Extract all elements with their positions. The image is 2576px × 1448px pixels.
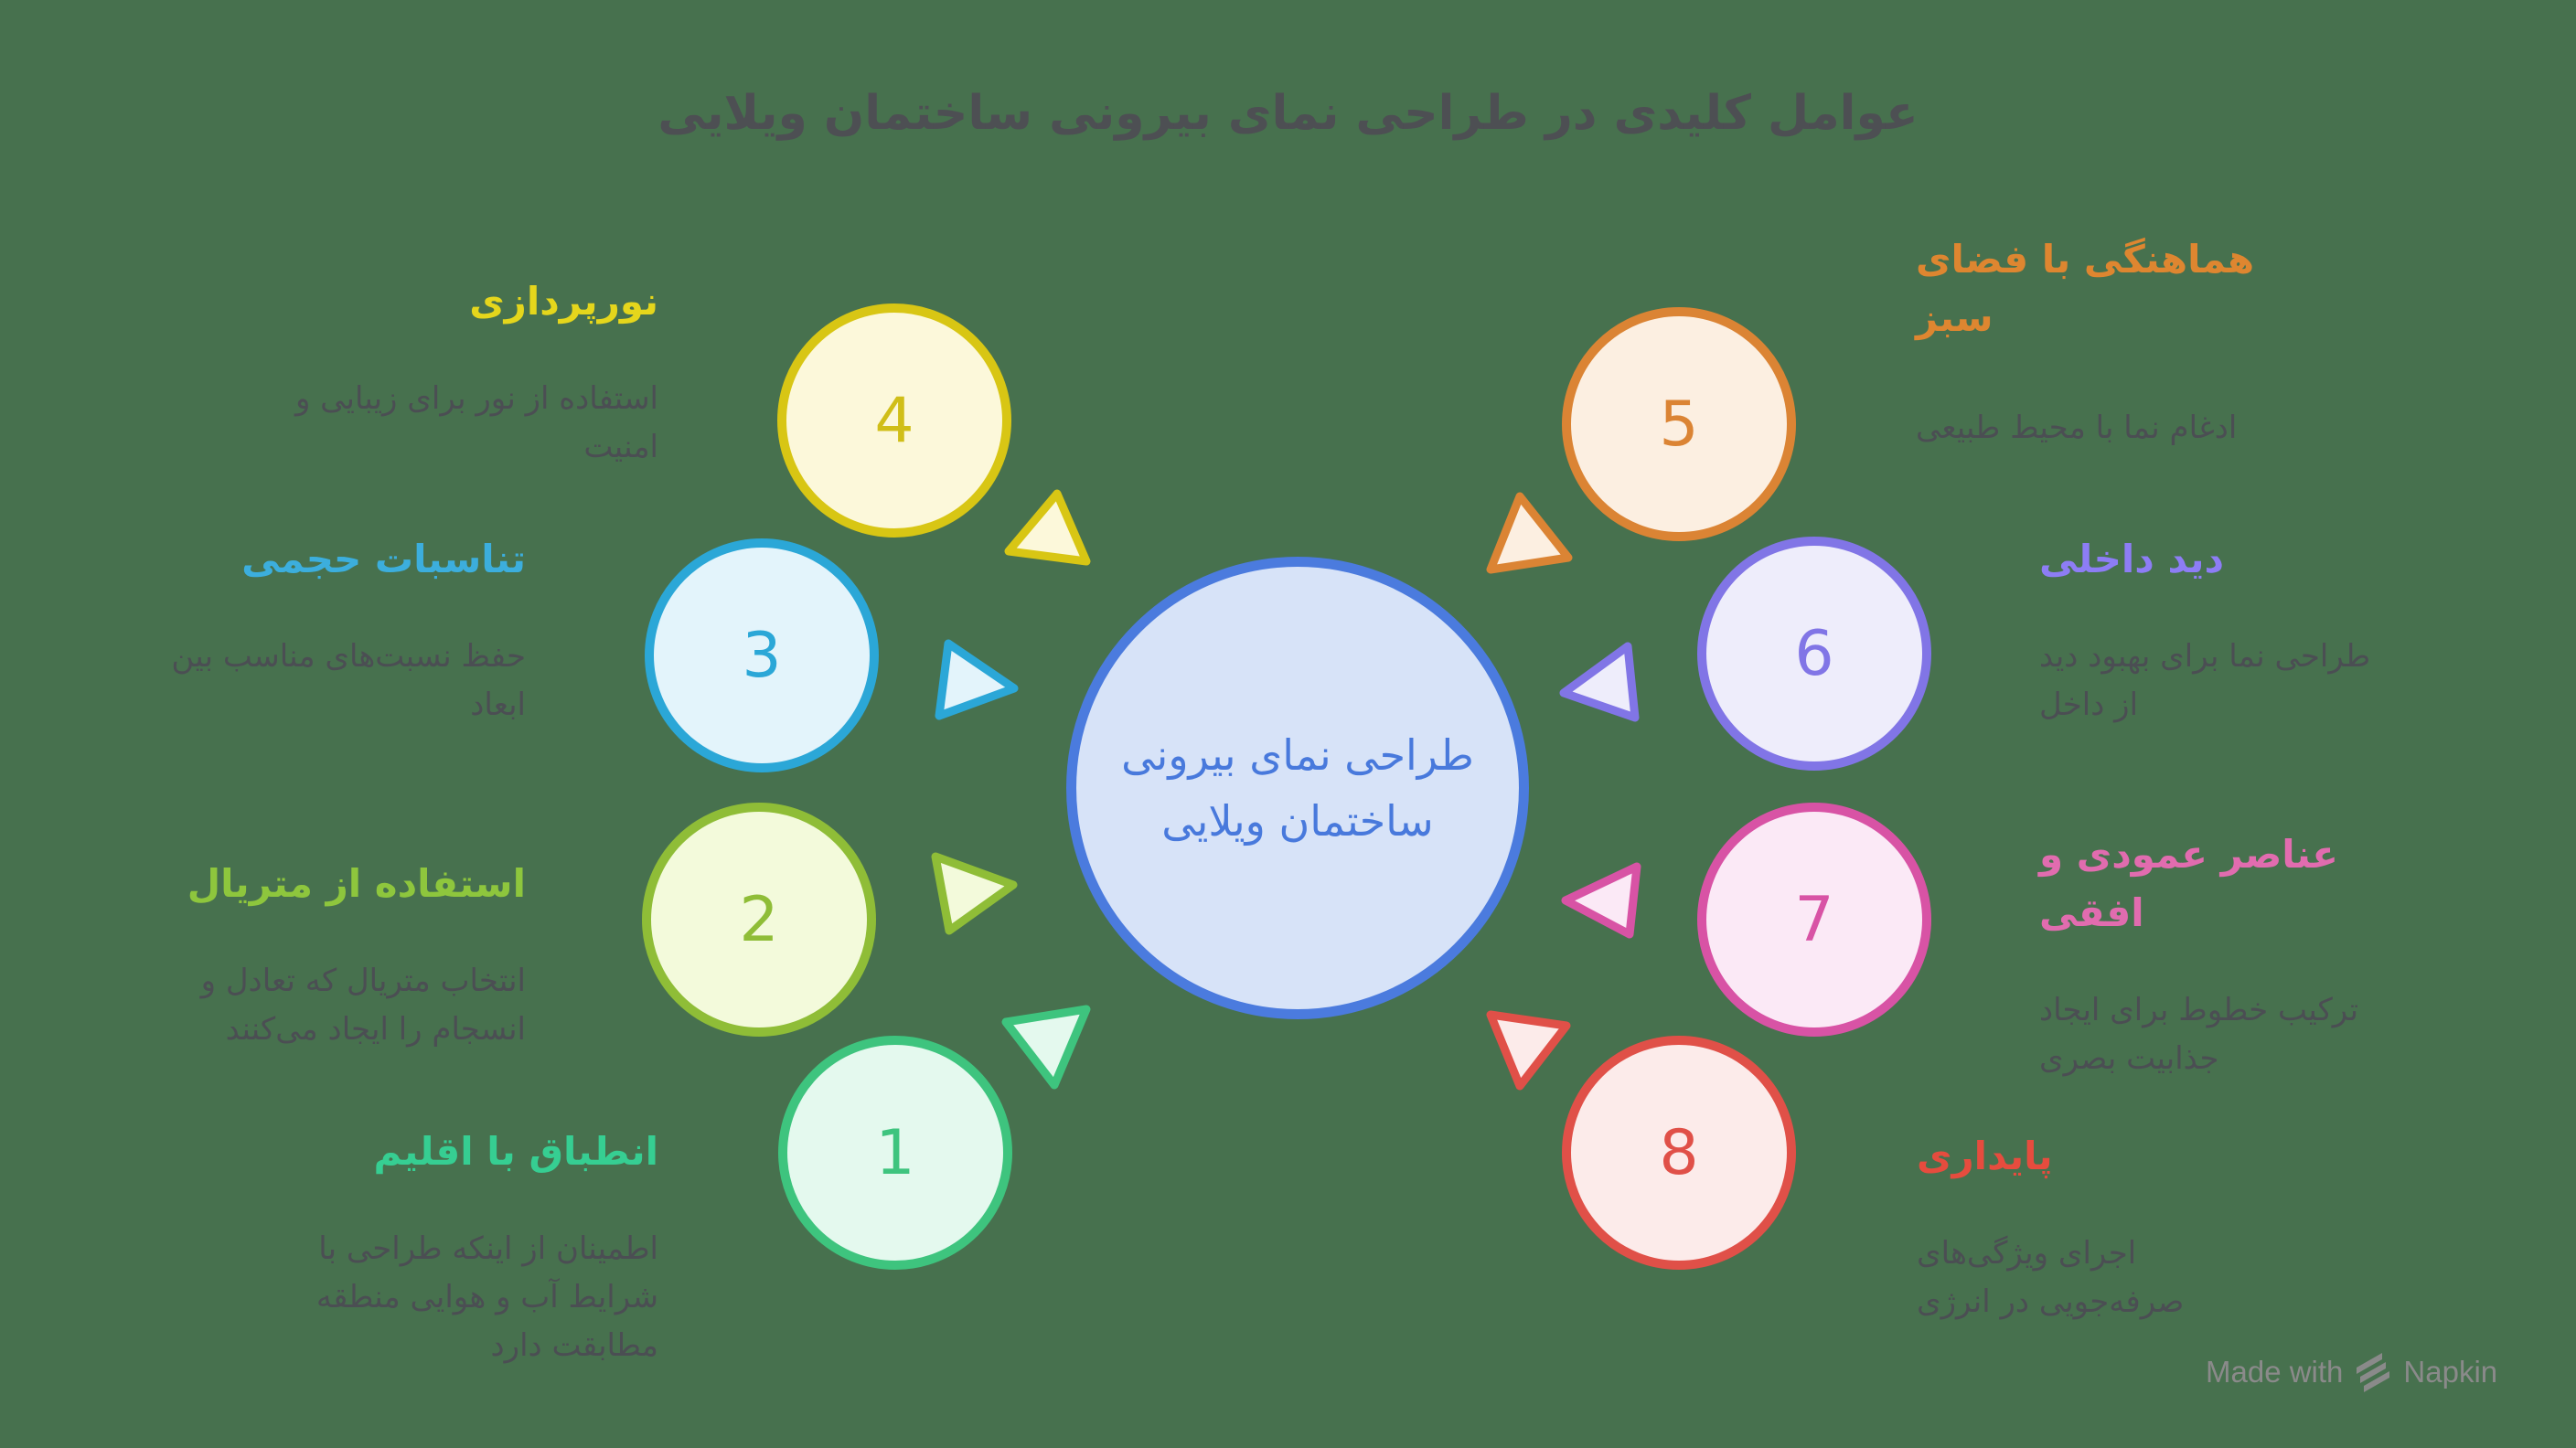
- factor-number: 3: [742, 619, 782, 692]
- factor-item-sustainability: پایداری اجرای ویژگی‌های صرفه‌جویی در انر…: [1917, 1127, 2392, 1326]
- made-with-text: Made with: [2206, 1355, 2344, 1389]
- factor-desc: حفظ نسبت‌های مناسب بین ابعاد: [171, 638, 526, 723]
- arrow-triangle-3: [935, 639, 1019, 720]
- factor-circle-6: 6: [1697, 537, 1931, 771]
- arrow-triangle-6: [1559, 642, 1640, 722]
- factor-circle-7: 7: [1697, 803, 1931, 1037]
- factor-item-proportions: تناسبات حجمی حفظ نسبت‌های مناسب بین ابعا…: [87, 530, 526, 729]
- arrow-triangle-7: [1561, 862, 1641, 939]
- factor-desc: اجرای ویژگی‌های صرفه‌جویی در انرژی: [1917, 1235, 2185, 1320]
- factor-circle-2: 2: [642, 803, 876, 1037]
- factor-circle-8: 8: [1562, 1036, 1796, 1270]
- factor-item-lighting: نورپردازی استفاده از نور برای زیبایی و ا…: [183, 272, 658, 472]
- factor-number: 6: [1794, 617, 1834, 690]
- factor-number: 1: [875, 1116, 915, 1189]
- factor-number: 8: [1659, 1116, 1699, 1189]
- factor-label: هماهنگی با فضای سبز: [1916, 237, 2255, 340]
- factor-desc: اطمینان از اینکه طراحی با شرایط آب و هوا…: [315, 1230, 658, 1364]
- factor-item-vertical-horizontal: عناصر عمودی و افقی ترکیب خطوط برای ایجاد…: [2039, 825, 2515, 1083]
- factor-label: تناسبات حجمی: [241, 537, 526, 581]
- page-title: عوامل کلیدی در طراحی نمای بیرونی ساختمان…: [657, 86, 1919, 141]
- factor-circle-5: 5: [1562, 307, 1796, 541]
- factor-item-green-space: هماهنگی با فضای سبز ادغام نما با محیط طب…: [1916, 230, 2391, 452]
- factor-desc: طراحی نما برای بهبود دید از داخل: [2039, 638, 2371, 723]
- made-with-napkin-watermark: Made with Napkin: [2206, 1351, 2497, 1393]
- arrow-triangle-5: [1486, 492, 1573, 574]
- factor-circle-3: 3: [645, 538, 879, 772]
- factor-label: استفاده از متریال: [187, 861, 526, 906]
- arrow-triangle-4: [1004, 489, 1091, 566]
- factor-number: 2: [739, 883, 779, 956]
- factor-desc: استفاده از نور برای زیبایی و امنیت: [294, 380, 658, 465]
- factor-label: دید داخلی: [2039, 537, 2225, 581]
- factor-desc: انتخاب متریال که تعادل و انسجام را ایجاد…: [200, 963, 526, 1048]
- factor-circle-1: 1: [778, 1036, 1012, 1270]
- napkin-brand-text: Napkin: [2403, 1355, 2498, 1389]
- factor-label: عناصر عمودی و افقی: [2039, 832, 2338, 935]
- factor-number: 4: [874, 384, 914, 457]
- arrow-triangle-2: [931, 852, 1018, 935]
- factor-circle-4: 4: [777, 303, 1011, 538]
- arrow-triangle-1: [1001, 1005, 1091, 1090]
- center-circle-label: طراحی نمای بیرونی ساختمان ویلایی: [1121, 730, 1474, 846]
- factor-number: 7: [1794, 883, 1834, 956]
- factor-item-climate: انطباق با اقلیم اطمینان از اینکه طراحی ب…: [183, 1123, 658, 1370]
- factor-item-materials: استفاده از متریال انتخاب متریال که تعادل…: [87, 855, 526, 1054]
- arrow-triangle-8: [1486, 1010, 1571, 1091]
- factor-desc: ادغام نما با محیط طبیعی: [1916, 410, 2238, 446]
- factor-number: 5: [1659, 388, 1699, 461]
- factor-desc: ترکیب خطوط برای ایجاد جذابیت بصری: [2039, 992, 2359, 1077]
- factor-item-interior-view: دید داخلی طراحی نما برای بهبود دید از دا…: [2039, 530, 2515, 729]
- center-circle: طراحی نمای بیرونی ساختمان ویلایی: [1066, 557, 1529, 1019]
- napkin-logo-icon: [2357, 1353, 2390, 1392]
- factor-label: انطباق با اقلیم: [373, 1129, 658, 1174]
- factor-label: نورپردازی: [469, 279, 658, 324]
- factor-label: پایداری: [1917, 1134, 2053, 1178]
